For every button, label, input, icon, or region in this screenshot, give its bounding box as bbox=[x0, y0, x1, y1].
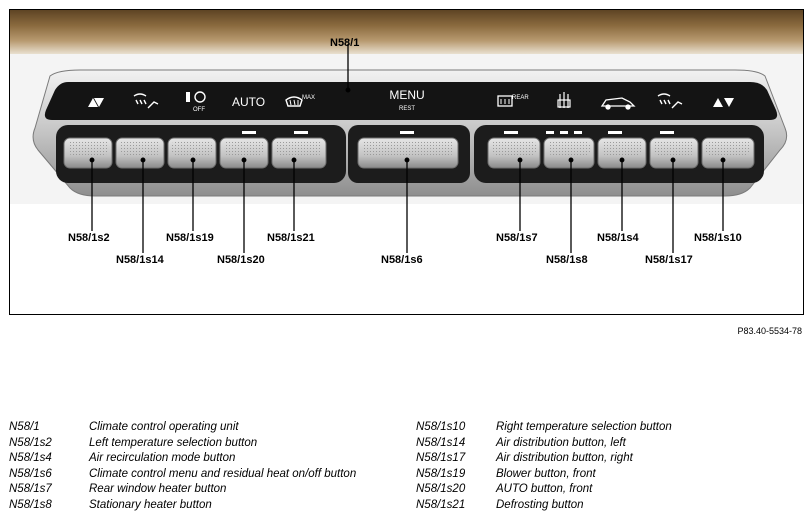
callout-n58-1s19: N58/1s19 bbox=[166, 232, 214, 244]
callout-n58-1s7: N58/1s7 bbox=[496, 232, 538, 244]
rear-window-heater-icon: REAR bbox=[497, 95, 529, 107]
callout-n58-1s10: N58/1s10 bbox=[694, 232, 742, 244]
temp-up-down-icon bbox=[88, 98, 104, 107]
leader-s14-dot bbox=[140, 157, 146, 163]
button-s10 bbox=[701, 137, 755, 169]
leader-s8-dot bbox=[568, 157, 574, 163]
auto-label: AUTO bbox=[232, 95, 265, 109]
operating-unit-drawing: OFF AUTO MAX MENU REST REAR bbox=[10, 10, 803, 253]
leader-s10-dot bbox=[720, 157, 726, 163]
leader-s7-dot bbox=[517, 157, 523, 163]
leader-s4-dot bbox=[619, 157, 625, 163]
button-s2 bbox=[63, 137, 113, 169]
off-label: OFF bbox=[193, 107, 205, 113]
rear-label: REAR bbox=[512, 95, 529, 101]
button-s7 bbox=[487, 137, 541, 169]
defrost-airflow-icon bbox=[133, 93, 159, 109]
button-s19 bbox=[167, 137, 217, 169]
indicator-leds bbox=[242, 131, 674, 134]
leader-s21-dot bbox=[291, 157, 297, 163]
wood-trim bbox=[10, 10, 803, 54]
recirculation-car-icon bbox=[600, 97, 636, 110]
leader-s6-dot bbox=[404, 157, 410, 163]
leader-n58-1-dot bbox=[345, 87, 351, 93]
menu-label: MENU bbox=[389, 88, 424, 102]
leader-s17-dot bbox=[670, 157, 676, 163]
leader-s20-dot bbox=[241, 157, 247, 163]
callout-n58-1s21: N58/1s21 bbox=[267, 232, 315, 244]
temp-up-down-right-icon bbox=[713, 98, 734, 107]
button-s14 bbox=[115, 137, 165, 169]
callout-n58-1s14: N58/1s14 bbox=[116, 254, 164, 266]
button-s21 bbox=[271, 137, 327, 169]
callout-n58-1s2: N58/1s2 bbox=[68, 232, 110, 244]
callout-n58-1s8: N58/1s8 bbox=[546, 254, 588, 266]
button-s20 bbox=[219, 137, 269, 169]
defrost-max-icon: MAX bbox=[285, 95, 315, 107]
figure-part-number: P83.40-5534-78 bbox=[737, 326, 802, 336]
button-s8 bbox=[543, 137, 595, 169]
rest-label: REST bbox=[399, 106, 415, 112]
blower-fan-icon: OFF bbox=[186, 91, 206, 113]
airflow-right-icon bbox=[657, 93, 683, 109]
callout-n58-1s20: N58/1s20 bbox=[217, 254, 265, 266]
stationary-heater-icon bbox=[557, 92, 571, 108]
display-strip bbox=[44, 82, 778, 120]
button-s6 bbox=[357, 137, 459, 169]
climate-control-illustration: OFF AUTO MAX MENU REST REAR bbox=[9, 9, 804, 315]
button-s17 bbox=[649, 137, 699, 169]
button-s4 bbox=[597, 137, 647, 169]
leader-s2-dot bbox=[89, 157, 95, 163]
callout-n58-1: N58/1 bbox=[330, 37, 360, 49]
callout-n58-1s6: N58/1s6 bbox=[381, 254, 423, 266]
leader-s19-dot bbox=[190, 157, 196, 163]
callout-n58-1s4: N58/1s4 bbox=[597, 232, 639, 244]
max-label: MAX bbox=[302, 95, 315, 101]
callout-n58-1s17: N58/1s17 bbox=[645, 254, 693, 266]
